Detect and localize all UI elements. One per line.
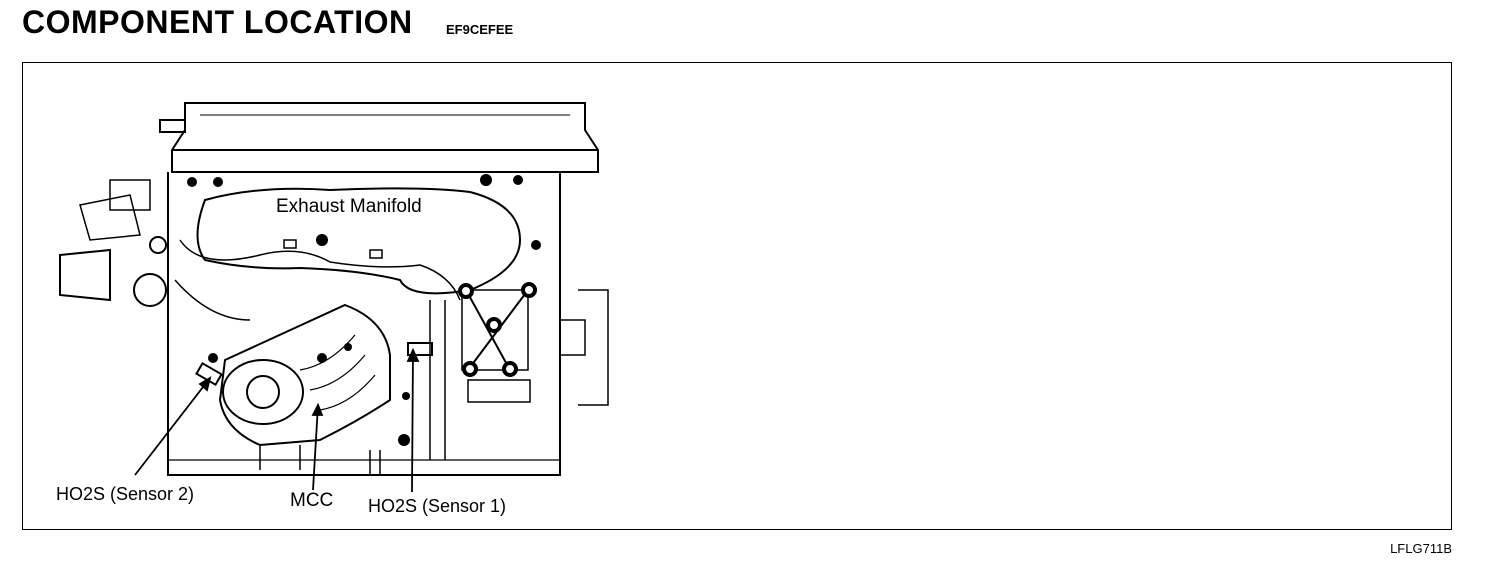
label-ho2s-sensor1: HO2S (Sensor 1) [368, 496, 506, 516]
leader-ho2s-sensor1 [411, 349, 414, 493]
mcc-shell [218, 303, 391, 447]
label-ho2s-sensor2: HO2S (Sensor 2) [56, 484, 194, 504]
mcc-inlet [222, 359, 304, 425]
page-title: COMPONENT LOCATION [22, 4, 413, 40]
figure-id: LFLG711B [1390, 541, 1452, 556]
label-mcc: MCC [290, 490, 333, 511]
leader-mcc [312, 404, 319, 491]
leader-ho2s-sensor2 [134, 377, 211, 476]
exhaust-manifold [196, 187, 522, 295]
alternator [59, 248, 111, 302]
label-exhaust-manifold: Exhaust Manifold [276, 196, 422, 217]
section-code: EF9CEFEE [446, 22, 514, 37]
ho2s-sensor1-body [407, 342, 433, 356]
pulley [578, 289, 609, 406]
engine-block [167, 172, 561, 476]
ho2s-sensor2-body [195, 361, 223, 387]
diagram-frame [22, 62, 1452, 530]
intake-plenum [171, 102, 599, 173]
